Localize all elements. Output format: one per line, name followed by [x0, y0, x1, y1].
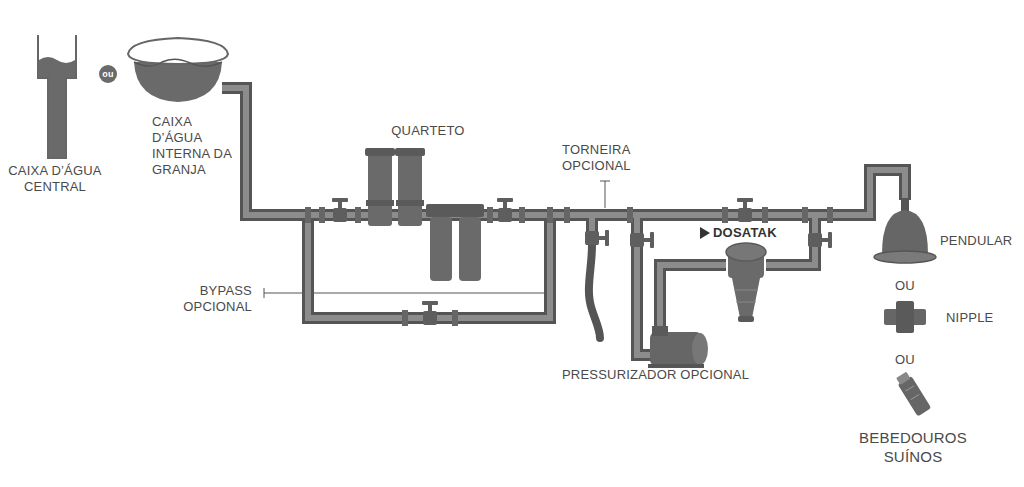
or-badge [99, 65, 117, 83]
farm-tank [128, 38, 228, 102]
tank-label: CAIXA D’ÁGUA INTERNA DA GRANJA [152, 114, 240, 178]
brand-label: DOSATAK [713, 225, 793, 241]
central-tank [38, 35, 76, 158]
swine-nozzle [894, 371, 931, 417]
or-label: OU [885, 278, 925, 294]
part-label: BYPASS OPCIONAL [160, 283, 252, 315]
tank-label: CAIXA D’ÁGUA CENTRAL [0, 163, 110, 195]
logo-mark [700, 227, 710, 239]
pressurizer-pump [648, 326, 708, 368]
leader-lines [264, 181, 610, 298]
part-label: PRESSURIZADOR OPCIONAL [562, 367, 772, 383]
or-label: OU [885, 352, 925, 368]
hose [589, 245, 600, 338]
pipes [222, 88, 905, 355]
part-label: NIPPLE [946, 310, 1016, 326]
pendular-drinker [874, 198, 936, 263]
or-badge-label: ou [99, 66, 117, 82]
part-label: PENDULAR [940, 233, 1020, 249]
dosatak-doser [726, 243, 766, 322]
quarteto-filters [365, 148, 484, 281]
part-label: QUARTETO [378, 123, 478, 139]
drinker-label: BEBEDOUROS SUÍNOS [848, 428, 978, 466]
nipple-drinker [884, 301, 926, 333]
part-label: TORNEIRA OPCIONAL [562, 142, 652, 174]
